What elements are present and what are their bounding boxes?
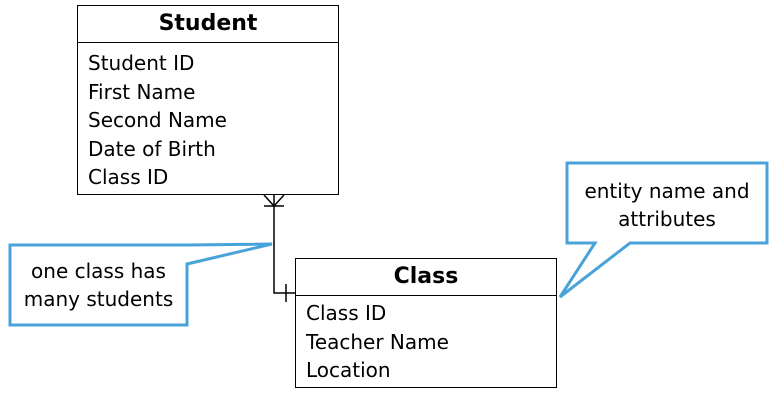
class-attribute: Class ID bbox=[306, 301, 387, 325]
relationship-connector bbox=[263, 194, 295, 302]
class-entity: Class Class ID Teacher Name Location bbox=[295, 258, 557, 388]
student-attribute-list: Student ID First Name Second Name Date o… bbox=[78, 43, 338, 192]
class-attribute: Location bbox=[306, 358, 391, 382]
entity-callout-text: entity name and attributes bbox=[570, 177, 764, 233]
relationship-callout-text: one class has many students bbox=[12, 257, 185, 313]
entity-callout-bubble bbox=[558, 161, 769, 299]
relationship-callout-bubble bbox=[8, 242, 273, 327]
crows-foot-right bbox=[273, 194, 285, 207]
connector-line bbox=[273, 195, 295, 294]
student-attribute: Date of Birth bbox=[88, 136, 216, 161]
student-attribute: Class ID bbox=[88, 165, 169, 189]
student-entity: Student Student ID First Name Second Nam… bbox=[77, 5, 339, 195]
student-attribute: Second Name bbox=[88, 108, 227, 132]
class-attribute-list: Class ID Teacher Name Location bbox=[296, 296, 556, 385]
entity-callout-line: entity name and bbox=[584, 179, 750, 203]
relationship-callout-line: many students bbox=[23, 287, 174, 311]
crows-foot-left bbox=[263, 194, 275, 207]
relationship-callout-line: one class has bbox=[31, 259, 166, 283]
class-attribute: Teacher Name bbox=[306, 329, 449, 354]
student-attribute: Student ID bbox=[88, 51, 195, 75]
student-entity-title: Student bbox=[78, 6, 338, 43]
student-attribute: First Name bbox=[88, 79, 196, 104]
entity-callout-line: attributes bbox=[618, 207, 716, 231]
class-entity-title: Class bbox=[296, 259, 556, 296]
